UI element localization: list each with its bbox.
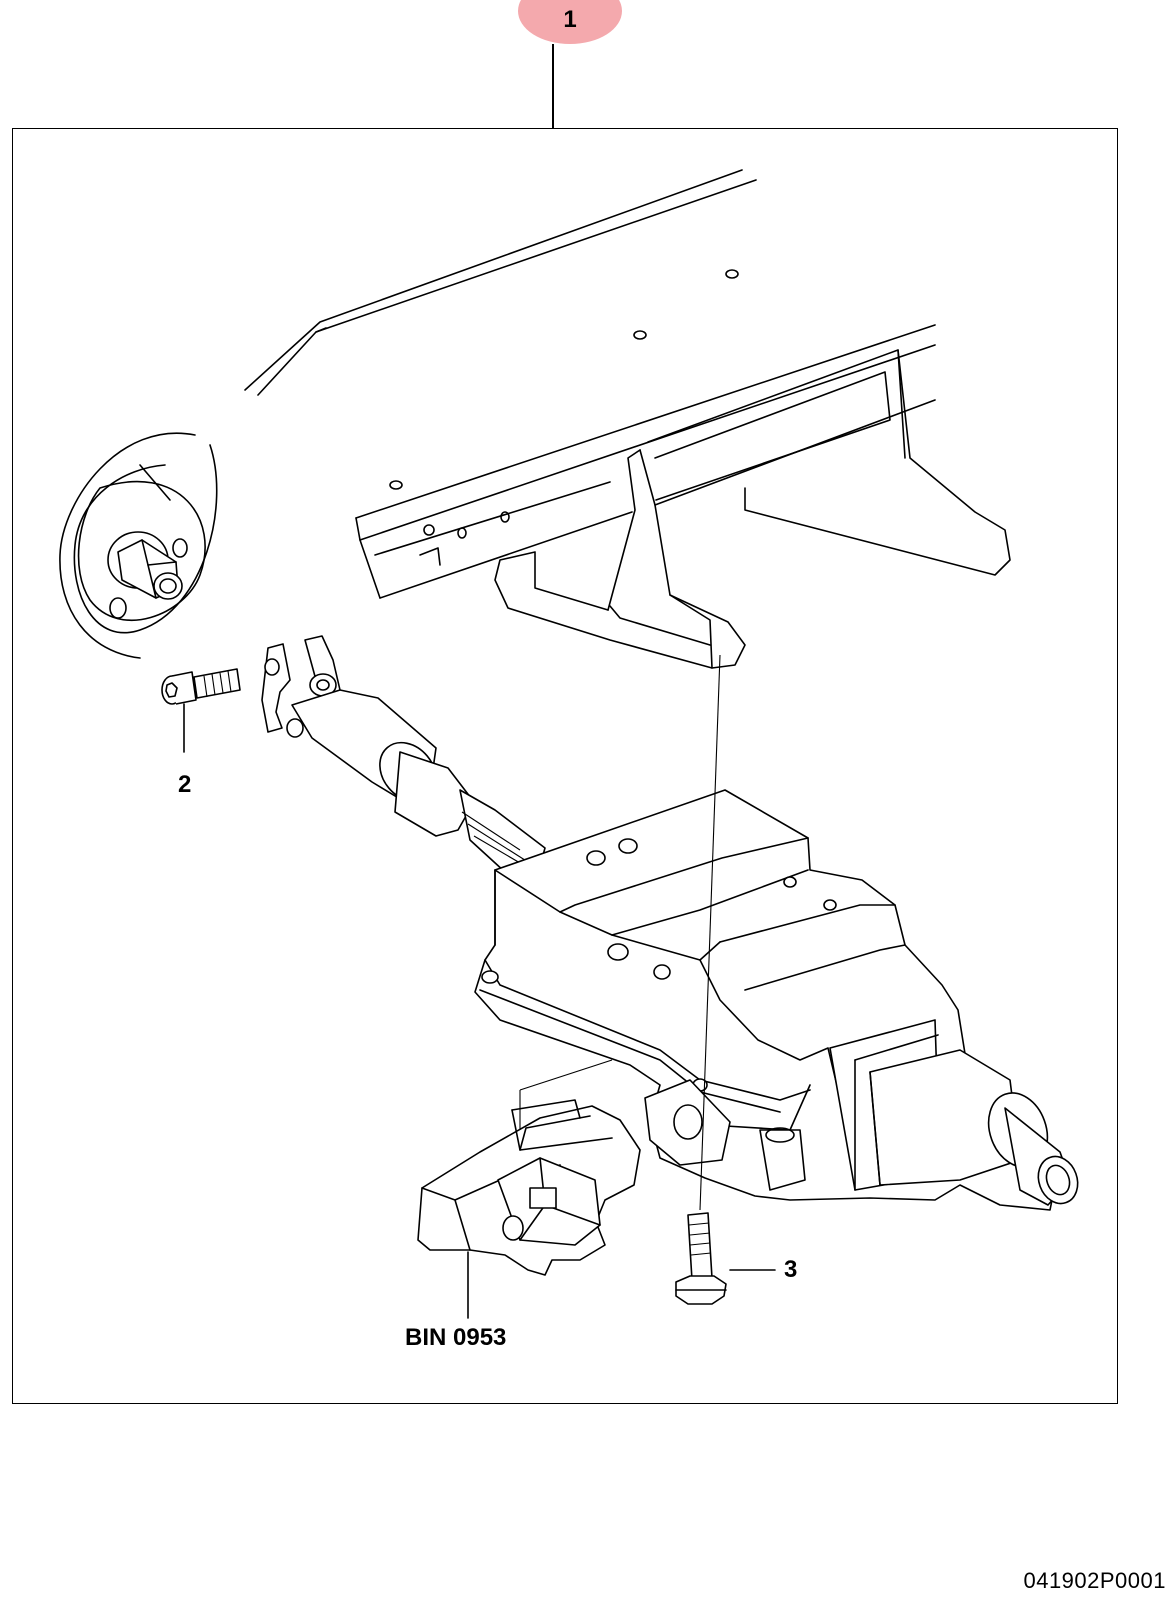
intermediate-shaft-drawing[interactable] xyxy=(261,635,546,873)
callout-number: 1 xyxy=(563,6,577,33)
bin-label[interactable]: BIN 0953 xyxy=(405,1324,507,1351)
bolt-3-label[interactable]: 3 xyxy=(784,1256,798,1283)
lock-housing-drawing[interactable] xyxy=(417,1059,641,1319)
bolt-3-drawing[interactable] xyxy=(675,1212,776,1305)
diagram-frame xyxy=(12,128,1118,1404)
callout-leader-line xyxy=(552,44,554,128)
steering-column-drawing[interactable] xyxy=(474,789,1084,1211)
bolt-3-leader xyxy=(699,654,721,1211)
steering-hub-drawing[interactable] xyxy=(59,432,218,659)
cross-member-drawing[interactable] xyxy=(244,169,1011,669)
bolt-2-label[interactable]: 2 xyxy=(178,771,192,798)
drawing-reference-number: 041902P0001 xyxy=(1023,1568,1166,1593)
bolt-2-drawing[interactable] xyxy=(161,668,241,753)
